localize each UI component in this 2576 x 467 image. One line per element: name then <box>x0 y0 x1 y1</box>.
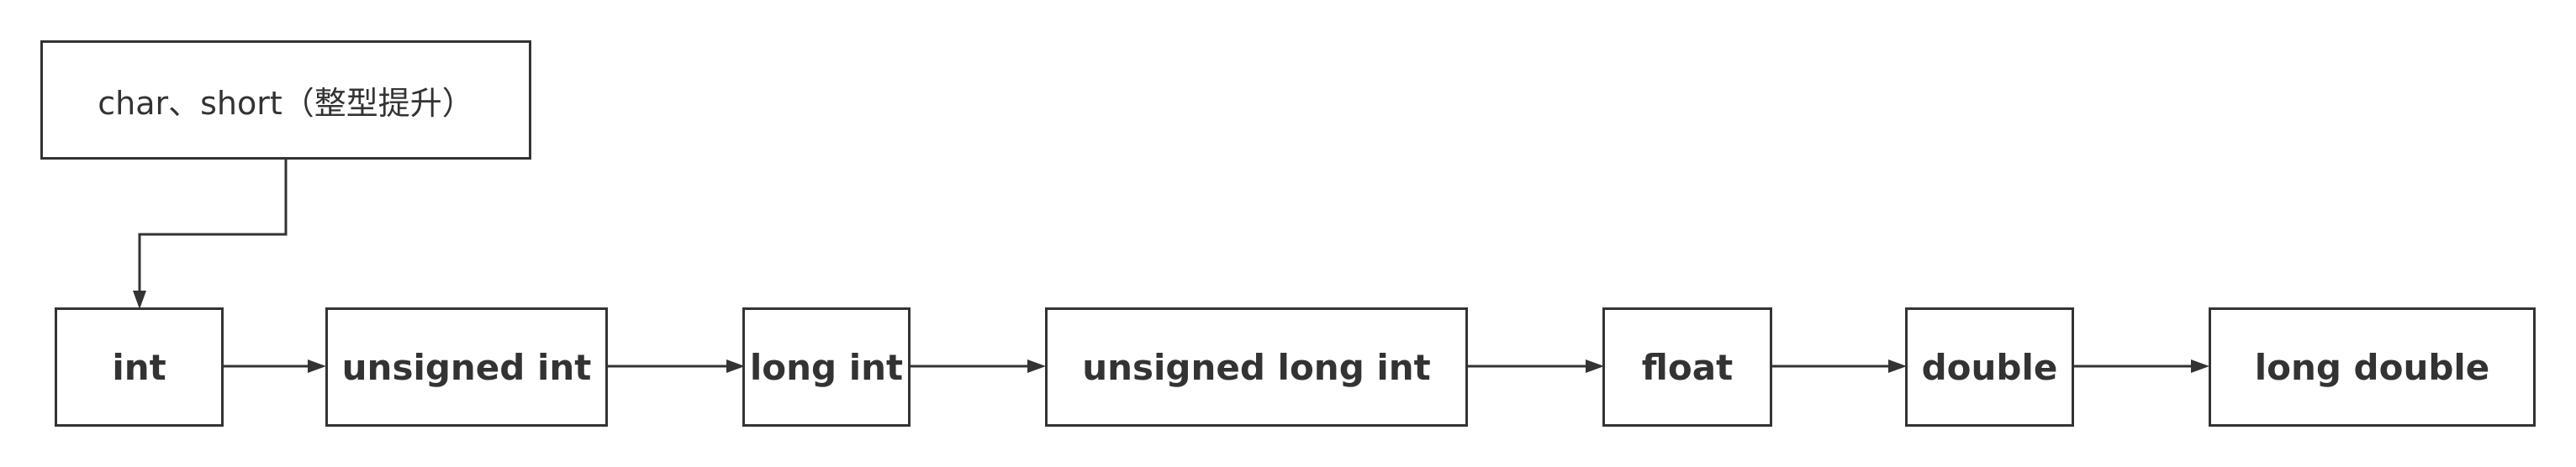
node-unsigned-long-int-label: unsigned long int <box>1082 346 1431 388</box>
edge-char-short-to-int <box>138 160 288 299</box>
arrowhead-double <box>1888 359 1907 373</box>
arrowhead-int <box>133 291 146 309</box>
node-double: double <box>1905 307 2074 427</box>
arrowhead-long-double <box>2191 359 2209 373</box>
node-long-double-label: long double <box>2254 346 2490 388</box>
node-int: int <box>55 307 224 427</box>
node-unsigned-int: unsigned int <box>325 307 608 427</box>
node-unsigned-long-int: unsigned long int <box>1045 307 1468 427</box>
node-char-short: char、short（整型提升） <box>40 40 531 160</box>
arrowhead-long-int <box>726 359 745 373</box>
node-long-int-label: long int <box>749 346 904 388</box>
node-char-short-label: char、short（整型提升） <box>98 84 474 122</box>
arrowhead-float <box>1586 359 1604 373</box>
node-float-label: float <box>1641 346 1734 388</box>
node-long-int: long int <box>742 307 911 427</box>
node-double-label: double <box>1921 346 2058 388</box>
arrowhead-unsigned-int <box>308 359 326 373</box>
node-int-label: int <box>112 346 166 388</box>
node-float: float <box>1602 307 1772 427</box>
node-long-double: long double <box>2209 307 2536 427</box>
arrowhead-unsigned-long-int <box>1027 359 1046 373</box>
node-unsigned-int-label: unsigned int <box>341 346 592 388</box>
